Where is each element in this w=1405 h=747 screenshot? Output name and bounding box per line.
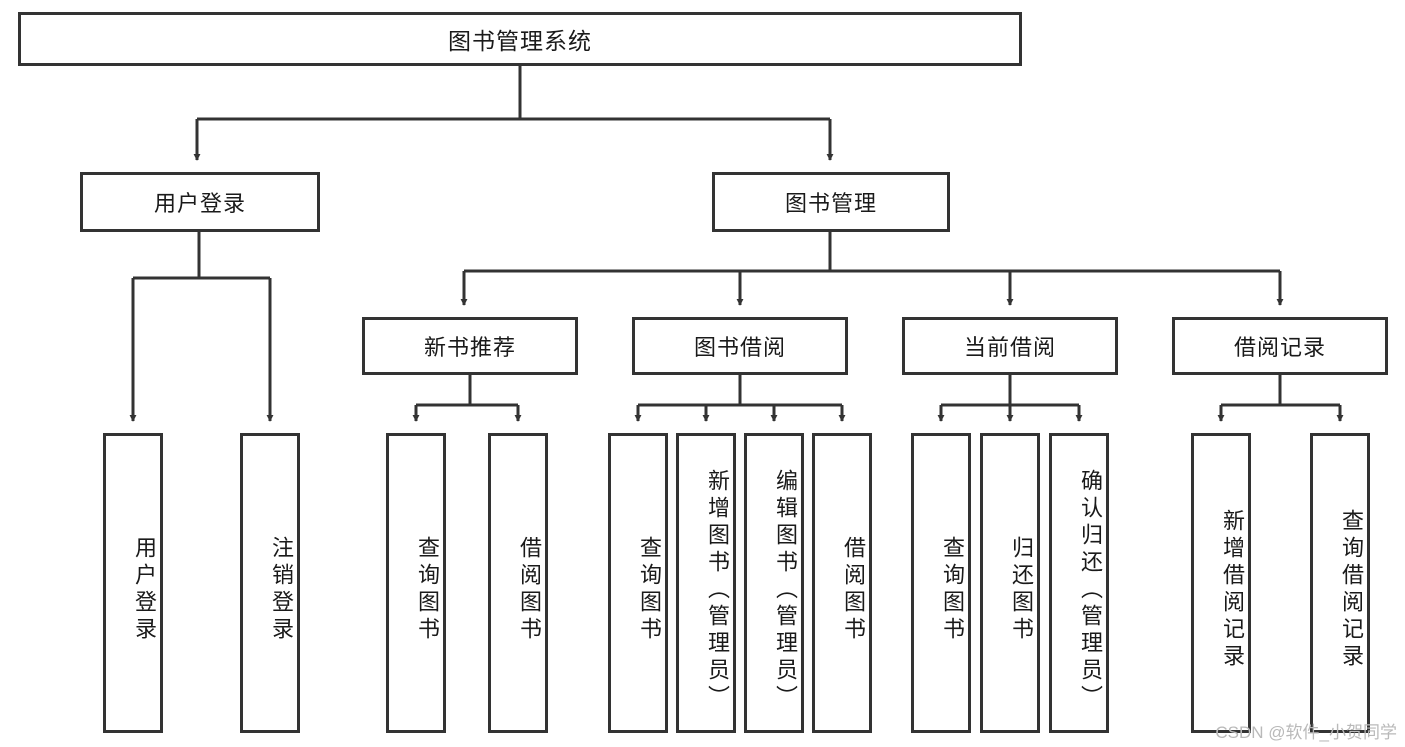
node-leaf-user-login-label: 用户登录: [132, 536, 157, 644]
node-leaf-add-book[interactable]: 新增图书（管理员）: [676, 433, 736, 733]
node-book-borrow-label: 图书借阅: [693, 335, 786, 360]
node-leaf-borrow-book-1[interactable]: 借阅图书: [488, 433, 548, 733]
node-leaf-query-book-2[interactable]: 查询图书: [608, 433, 668, 733]
node-leaf-user-login[interactable]: 用户登录: [103, 433, 163, 733]
node-leaf-confirm-return-label: 确认归还（管理员）: [1078, 468, 1103, 712]
node-leaf-borrow-book-2[interactable]: 借阅图书: [812, 433, 872, 733]
watermark: CSDN @软件_小贺同学: [1215, 723, 1397, 742]
node-leaf-return-book[interactable]: 归还图书: [980, 433, 1040, 733]
node-leaf-confirm-return[interactable]: 确认归还（管理员）: [1049, 433, 1109, 733]
node-user-login[interactable]: 用户登录: [80, 172, 320, 232]
node-leaf-query-record-label: 查询借阅记录: [1339, 509, 1364, 671]
node-leaf-add-book-label: 新增图书（管理员）: [705, 468, 730, 712]
node-user-login-label: 用户登录: [153, 191, 246, 216]
node-current-borrow[interactable]: 当前借阅: [902, 317, 1118, 375]
node-borrow-record-label: 借阅记录: [1233, 335, 1326, 360]
node-leaf-add-record[interactable]: 新增借阅记录: [1191, 433, 1251, 733]
node-book-management-label: 图书管理: [784, 191, 877, 216]
node-leaf-return-book-label: 归还图书: [1009, 536, 1034, 644]
node-leaf-edit-book-label: 编辑图书（管理员）: [773, 468, 798, 712]
node-leaf-edit-book[interactable]: 编辑图书（管理员）: [744, 433, 804, 733]
node-leaf-query-book-1-label: 查询图书: [415, 536, 440, 644]
node-root-label: 图书管理系统: [448, 28, 592, 54]
node-leaf-query-book-3[interactable]: 查询图书: [911, 433, 971, 733]
node-current-borrow-label: 当前借阅: [963, 335, 1056, 360]
node-new-book-recommend[interactable]: 新书推荐: [362, 317, 578, 375]
node-leaf-query-record[interactable]: 查询借阅记录: [1310, 433, 1370, 733]
node-leaf-logout-login[interactable]: 注销登录: [240, 433, 300, 733]
node-new-book-recommend-label: 新书推荐: [423, 335, 516, 360]
node-leaf-query-book-2-label: 查询图书: [637, 536, 662, 644]
node-leaf-add-record-label: 新增借阅记录: [1220, 509, 1245, 671]
node-leaf-query-book-1[interactable]: 查询图书: [386, 433, 446, 733]
node-book-management[interactable]: 图书管理: [712, 172, 950, 232]
node-root[interactable]: 图书管理系统: [18, 12, 1022, 66]
node-leaf-query-book-3-label: 查询图书: [940, 536, 965, 644]
node-leaf-logout-login-label: 注销登录: [269, 536, 294, 644]
node-borrow-record[interactable]: 借阅记录: [1172, 317, 1388, 375]
node-leaf-borrow-book-2-label: 借阅图书: [841, 536, 866, 644]
node-book-borrow[interactable]: 图书借阅: [632, 317, 848, 375]
node-leaf-borrow-book-1-label: 借阅图书: [517, 536, 542, 644]
